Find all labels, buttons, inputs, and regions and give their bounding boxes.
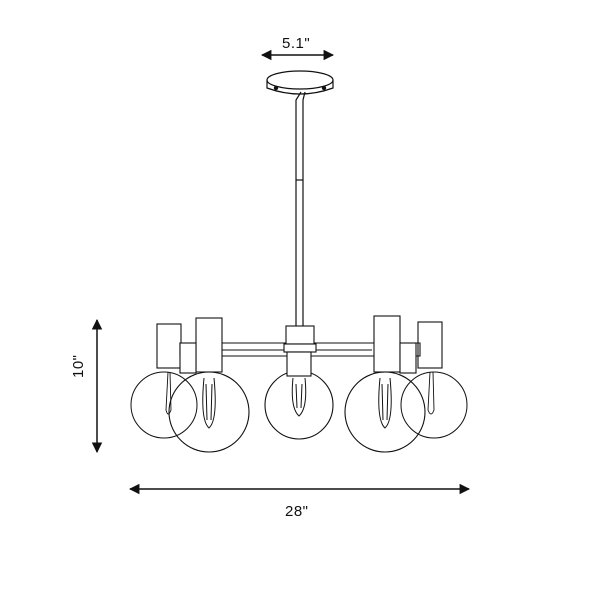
rear-sockets <box>156 321 443 369</box>
canopy <box>266 70 334 95</box>
overall-height-label: 10" <box>70 354 87 378</box>
front-bulbs <box>202 377 392 429</box>
front-globes <box>168 370 426 453</box>
rear-globes <box>130 371 468 439</box>
front-sockets <box>179 315 417 377</box>
canopy-width-label: 5.1" <box>282 35 311 52</box>
rear-bulbs <box>165 371 435 415</box>
overall-width-label: 28" <box>285 503 309 520</box>
center-arm <box>179 325 421 357</box>
downrod <box>295 91 306 340</box>
